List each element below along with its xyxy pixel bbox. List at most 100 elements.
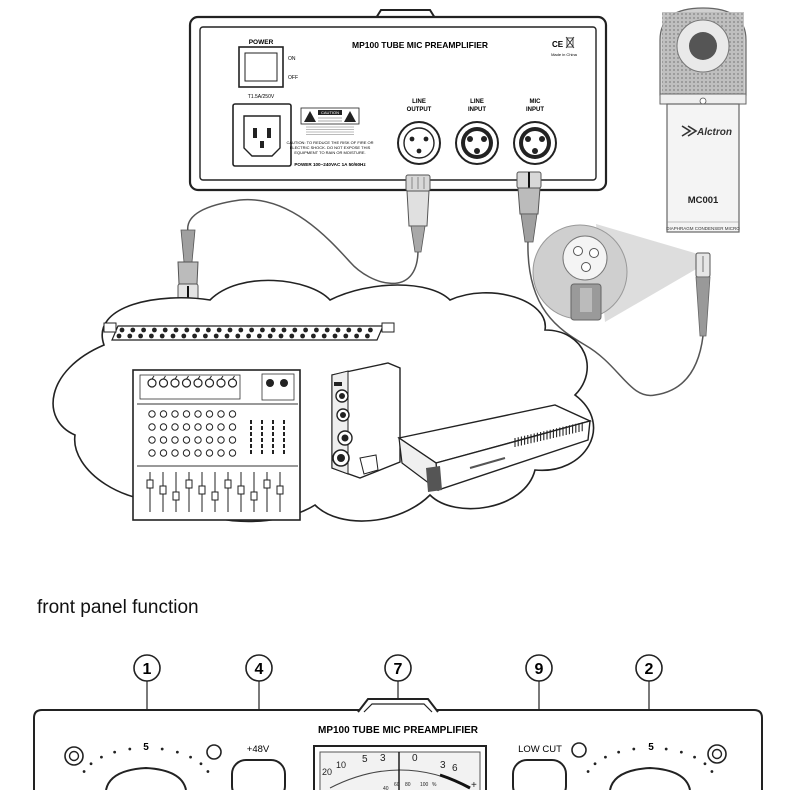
patch-bay: [103, 322, 395, 341]
mixer-knob: [228, 423, 237, 431]
mixer-knob: [159, 436, 168, 444]
mic-model: MC001: [688, 195, 719, 206]
mixer-knob: [194, 410, 202, 418]
patch-jack: [354, 333, 359, 339]
line-output-label-2: OUTPUT: [407, 107, 432, 113]
scale-dot: [593, 762, 597, 766]
mixer-knob: [216, 378, 226, 388]
patch-jack: [152, 327, 157, 333]
fader: [211, 491, 219, 501]
patch-jack: [203, 333, 208, 339]
mixer-knob: [205, 410, 214, 418]
patch-jack: [257, 333, 262, 339]
scale-dot: [82, 770, 86, 773]
scale-dot: [604, 755, 607, 759]
patch-jack: [346, 327, 352, 333]
patch-jack: [173, 327, 179, 333]
meter-percent-label: 60: [394, 782, 400, 788]
condenser-microphone: Alctron MC001 DIAPHRAGM CONDENSER MICRO: [659, 7, 747, 233]
meter-scale-label: 5: [362, 754, 368, 765]
mixer-knob: [194, 449, 202, 457]
callout-number: 1: [143, 661, 152, 678]
mixer-knob: [171, 410, 179, 418]
mixer-knob: [182, 410, 191, 418]
rear-panel-title: MP100 TUBE MIC PREAMPLIFIER: [352, 40, 488, 50]
mic-cable-connector: [695, 252, 711, 337]
line-output-label-1: LINE: [412, 99, 426, 105]
mixer-knob: [182, 423, 191, 431]
mixer-knob: [182, 436, 191, 444]
mixer-knob: [170, 378, 180, 388]
line-output-plug: [405, 174, 431, 253]
mixer-knob: [228, 410, 237, 418]
patch-jack: [138, 333, 144, 339]
phantom-power-label: +48V: [247, 744, 270, 755]
scale-dot: [175, 750, 179, 754]
fader: [172, 491, 180, 501]
patch-jack: [324, 327, 330, 333]
patch-jack: [303, 327, 308, 333]
callout-number: 2: [645, 661, 654, 678]
patch-jack: [206, 327, 211, 333]
gain-knob-mark: 5: [143, 742, 149, 753]
mixer-knob: [228, 449, 237, 457]
mixer-knob: [217, 410, 225, 418]
patch-jack: [270, 327, 276, 333]
scale-dot: [710, 770, 714, 773]
patch-jack: [311, 333, 316, 339]
patch-jack: [368, 327, 373, 333]
mixer-knob: [158, 378, 169, 388]
patch-jack: [162, 327, 168, 333]
meter-percent-label: 40: [383, 786, 389, 790]
patch-jack: [149, 333, 154, 339]
patch-jack: [116, 333, 122, 339]
lowcut-switch: [512, 759, 567, 790]
callout-number: 7: [394, 661, 403, 678]
indicator-led: [571, 742, 587, 758]
caution-line-1: CAUTION: TO REDUCE THE RISK OF FIRE OR: [286, 140, 373, 145]
mic-input-plug: [516, 171, 542, 243]
meter-scale-label: 10: [336, 760, 346, 770]
power-label: POWER: [249, 39, 274, 46]
line-output-jack: [397, 121, 441, 165]
mic-input-label-1: MIC: [530, 99, 542, 105]
patch-jack: [335, 327, 341, 333]
caution-line-2: ELECTRIC SHOCK. DO NOT EXPOSE THIS: [290, 145, 371, 150]
patch-jack: [119, 327, 125, 333]
mixer-knob: [159, 410, 168, 418]
meter-percent-label: 80: [405, 782, 411, 788]
free-cable-plug: [177, 229, 199, 303]
front-panel-diagram: 1 4 7 9 2 MP100 TUBE MIC PREAMPLIFIER: [33, 654, 763, 790]
scale-dot: [617, 750, 621, 754]
mixer-knob: [217, 449, 225, 457]
patch-jack: [267, 333, 273, 339]
on-label: ON: [288, 56, 296, 62]
mixer-knob: [148, 423, 156, 431]
mixing-console: [132, 369, 301, 521]
scale-dot: [679, 750, 683, 754]
mixer-knob: [159, 423, 168, 431]
mixer-knob: [159, 449, 168, 457]
scale-dot: [703, 762, 707, 766]
mixer-knob: [205, 449, 214, 457]
made-in-label: Made in China: [551, 52, 578, 57]
fader: [185, 479, 193, 489]
patch-jack: [184, 327, 190, 333]
mixer-knob: [182, 449, 191, 457]
patch-jack: [127, 333, 133, 339]
patch-jack: [141, 327, 147, 333]
patch-jack: [224, 333, 230, 339]
off-label: OFF: [288, 75, 298, 81]
callout-number: 4: [255, 661, 264, 678]
fader: [146, 479, 154, 489]
patch-jack: [278, 333, 284, 339]
meter-percent-label: 100: [420, 782, 429, 788]
cables: [187, 198, 704, 397]
mic-description: DIAPHRAGM CONDENSER MICRO: [666, 226, 740, 231]
patch-jack: [235, 333, 241, 339]
patch-jack: [227, 327, 233, 333]
scale-dot: [89, 762, 93, 766]
indicator-led: [206, 744, 222, 760]
scale-dot: [189, 755, 192, 759]
